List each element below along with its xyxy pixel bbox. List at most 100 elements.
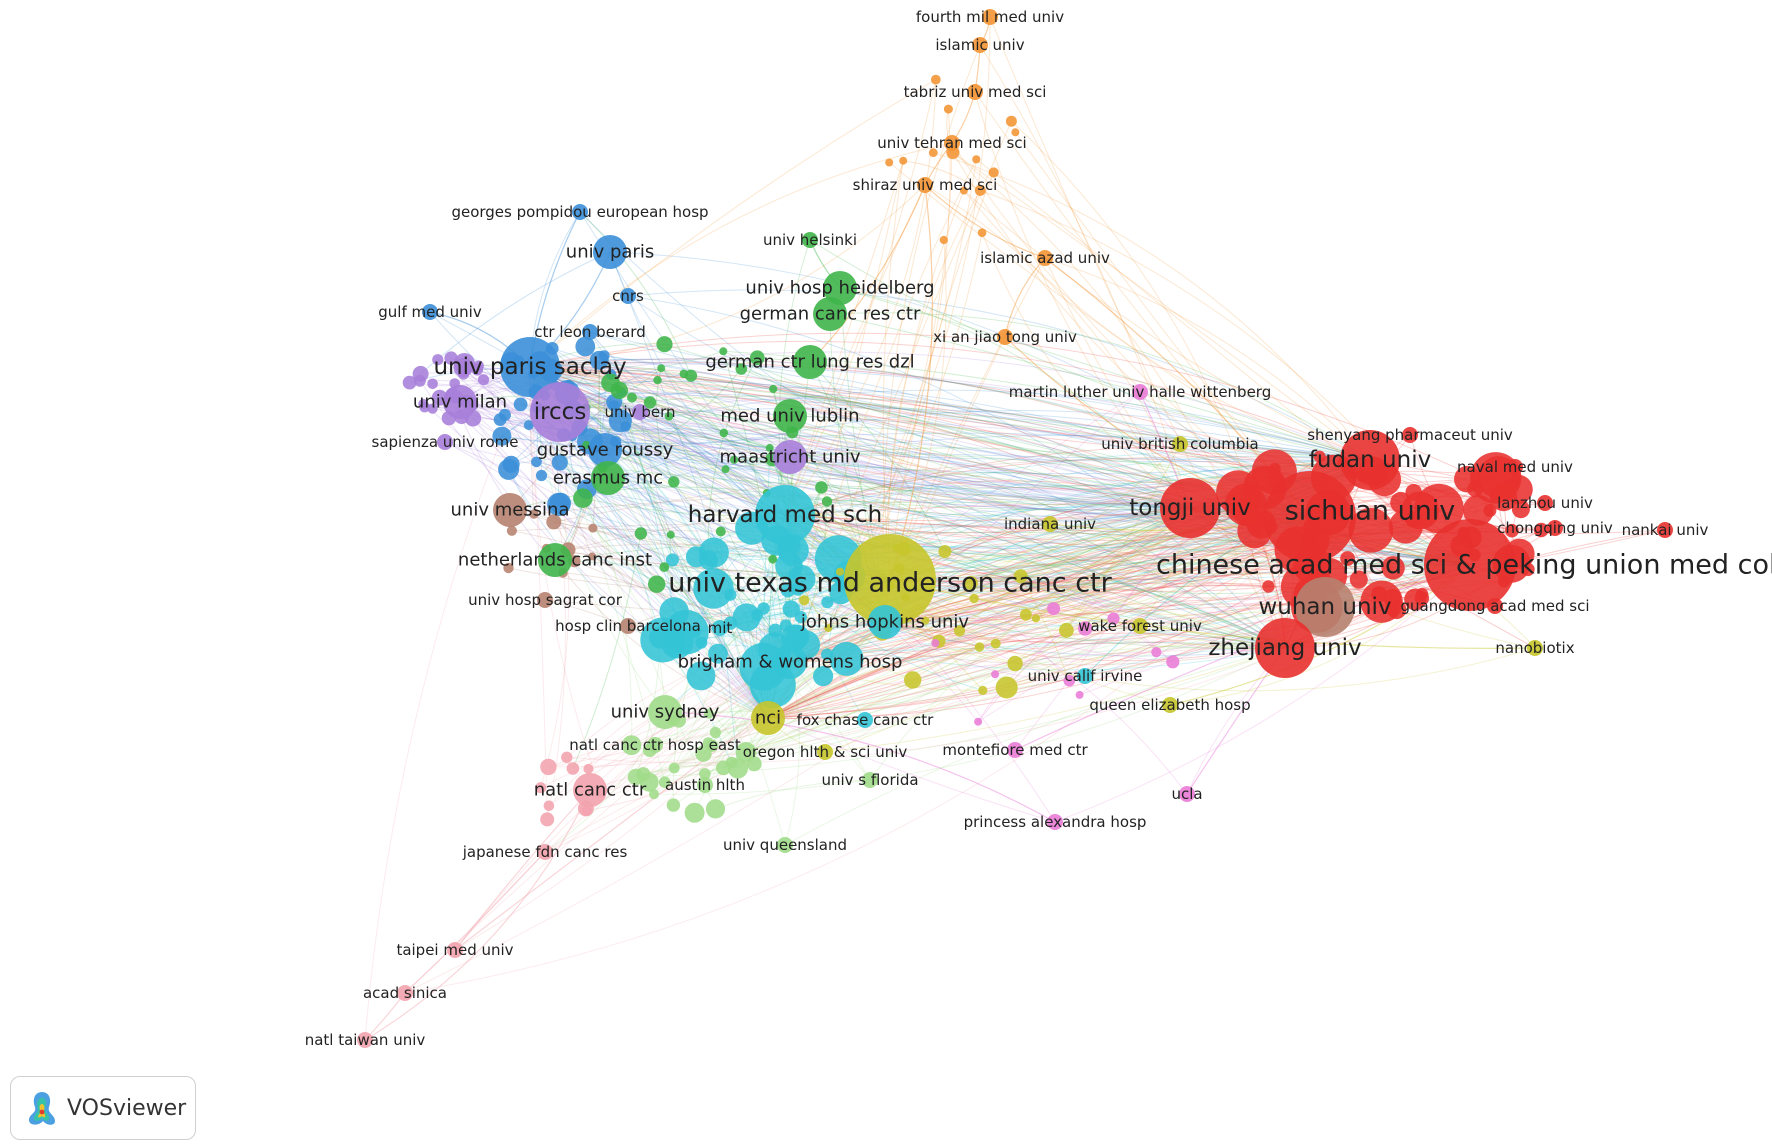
node[interactable] [1349, 570, 1368, 589]
node[interactable] [657, 364, 666, 373]
node[interactable] [1503, 474, 1533, 504]
node[interactable] [1151, 647, 1162, 658]
node[interactable] [649, 789, 659, 800]
node[interactable] [547, 492, 571, 517]
node[interactable] [668, 762, 680, 774]
node[interactable] [732, 603, 761, 632]
node[interactable] [588, 523, 598, 533]
node-dkfz[interactable] [813, 297, 847, 331]
node[interactable] [835, 567, 845, 576]
node[interactable] [1414, 591, 1430, 606]
node-milan[interactable] [443, 385, 477, 419]
node[interactable] [573, 488, 593, 509]
node-oregon[interactable] [817, 744, 833, 760]
node[interactable] [529, 509, 539, 519]
node-sichuan[interactable] [1264, 471, 1356, 563]
node[interactable] [963, 576, 978, 590]
node[interactable] [659, 562, 670, 572]
node[interactable] [705, 799, 726, 819]
node[interactable] [735, 363, 748, 375]
node[interactable] [1244, 510, 1266, 532]
node-nankai[interactable] [1657, 522, 1673, 538]
node-nanobiotix[interactable] [1527, 640, 1543, 656]
node[interactable] [1031, 614, 1040, 623]
node[interactable] [768, 554, 778, 564]
node[interactable] [969, 593, 979, 604]
node[interactable] [995, 676, 1018, 699]
node-mit[interactable] [712, 620, 728, 636]
node-montefiore[interactable] [1007, 742, 1023, 758]
node-japanfdn[interactable] [537, 844, 553, 860]
node-messina[interactable] [493, 493, 527, 527]
node[interactable] [523, 420, 534, 431]
node[interactable] [513, 397, 528, 412]
node[interactable] [1047, 602, 1061, 616]
node-tabriz[interactable] [967, 84, 983, 100]
node[interactable] [943, 104, 953, 114]
node-halle[interactable] [1132, 384, 1148, 400]
node[interactable] [608, 400, 620, 412]
node[interactable] [991, 670, 1000, 679]
node[interactable] [492, 426, 512, 446]
node-harvard[interactable] [755, 485, 815, 545]
node-taipei[interactable] [447, 942, 463, 958]
node[interactable] [427, 378, 438, 390]
node[interactable] [703, 708, 714, 719]
node[interactable] [693, 568, 734, 609]
node[interactable] [503, 562, 514, 574]
node[interactable] [477, 374, 490, 386]
node[interactable] [566, 762, 580, 775]
node-gustave[interactable] [588, 433, 622, 467]
node[interactable] [656, 336, 673, 353]
node-erasmus[interactable] [591, 461, 625, 495]
node[interactable] [668, 476, 680, 488]
node-naval[interactable] [1507, 459, 1523, 475]
node-chongqing[interactable] [1547, 520, 1563, 536]
node[interactable] [1020, 608, 1032, 621]
node-lublin[interactable] [773, 399, 807, 433]
node-dzl[interactable] [793, 345, 827, 379]
node-cnrs[interactable] [620, 288, 636, 304]
node[interactable] [551, 454, 568, 471]
node[interactable] [471, 363, 484, 376]
node[interactable] [821, 648, 833, 661]
node[interactable] [988, 167, 999, 178]
node[interactable] [444, 351, 458, 365]
node[interactable] [1013, 569, 1028, 584]
node[interactable] [1078, 621, 1093, 636]
node-austin[interactable] [697, 777, 713, 793]
node-leonberard[interactable] [582, 324, 598, 340]
node[interactable] [1005, 115, 1017, 127]
node[interactable] [904, 671, 922, 689]
node[interactable] [427, 403, 438, 414]
node[interactable] [1533, 522, 1549, 538]
node[interactable] [648, 575, 666, 593]
node[interactable] [1063, 675, 1076, 687]
node[interactable] [666, 798, 681, 812]
node-natlcanc[interactable] [573, 773, 607, 807]
node[interactable] [1462, 495, 1494, 526]
node[interactable] [457, 368, 470, 380]
node[interactable] [583, 763, 594, 774]
node-tongji[interactable] [1160, 478, 1220, 538]
node[interactable] [684, 802, 705, 823]
node[interactable] [1348, 507, 1394, 553]
node-shiraz[interactable] [917, 177, 933, 193]
node-nki[interactable] [538, 543, 572, 577]
node[interactable] [1505, 523, 1519, 538]
node-lanzhou[interactable] [1537, 495, 1553, 511]
node[interactable] [749, 350, 765, 366]
node[interactable] [780, 582, 796, 598]
node-azad[interactable] [1037, 250, 1053, 266]
node[interactable] [1381, 556, 1405, 580]
node-irccs[interactable] [530, 382, 590, 442]
node[interactable] [412, 365, 429, 382]
node[interactable] [634, 527, 647, 540]
node[interactable] [977, 228, 987, 237]
node[interactable] [581, 805, 592, 817]
node[interactable] [885, 158, 894, 167]
node[interactable] [1107, 612, 1120, 625]
node-heidelberg[interactable] [823, 271, 857, 305]
node-barcelona[interactable] [620, 618, 636, 634]
node-ucla[interactable] [1179, 786, 1195, 802]
